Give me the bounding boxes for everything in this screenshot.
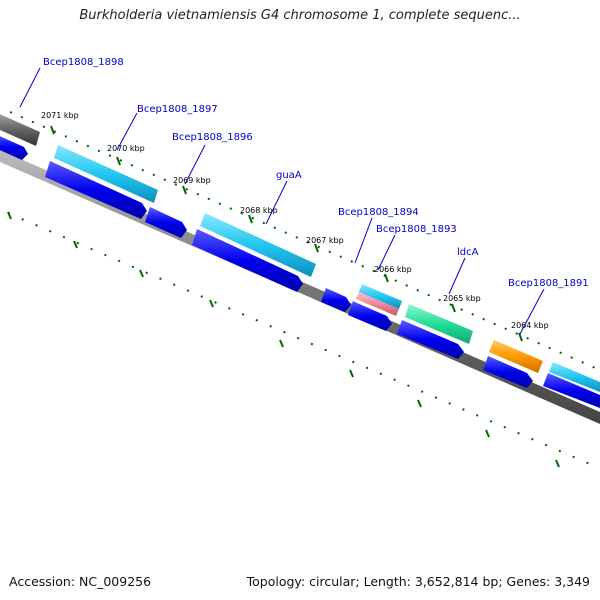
gene-label-bcep1808-1898[interactable]: Bcep1808_1898 bbox=[43, 57, 124, 68]
gene-label-bcep1808-1896[interactable]: Bcep1808_1896 bbox=[172, 132, 253, 143]
feature-bar-guaA[interactable] bbox=[200, 213, 316, 277]
major-tick-2064 bbox=[518, 332, 523, 342]
kbp-label-2064: 2064 kbp bbox=[511, 321, 549, 330]
cds-arrow-1894[interactable] bbox=[321, 288, 351, 312]
major-tick-2065 bbox=[451, 303, 456, 313]
kbp-label-2068: 2068 kbp bbox=[240, 206, 278, 215]
major-tick-2071 bbox=[50, 125, 55, 135]
inner-tick-track bbox=[7, 211, 591, 468]
major-tick-2066 bbox=[384, 273, 389, 283]
feature-bar-1891[interactable] bbox=[489, 340, 543, 373]
cds-arrow-guaA[interactable] bbox=[192, 229, 303, 292]
kbp-label-2065: 2065 kbp bbox=[443, 294, 481, 303]
kbp-label-2070: 2070 kbp bbox=[107, 144, 145, 153]
kbp-label-2066: 2066 kbp bbox=[374, 265, 412, 274]
cds-arrow-1896[interactable] bbox=[145, 207, 187, 238]
kbp-label-2071: 2071 kbp bbox=[41, 111, 79, 120]
major-tick-2070 bbox=[116, 156, 121, 166]
map-title: Burkholderia vietnamiensis G4 chromosome… bbox=[79, 8, 521, 23]
kbp-label-2067: 2067 kbp bbox=[306, 236, 344, 245]
gene-label-bcep1808-1893[interactable]: Bcep1808_1893 bbox=[376, 224, 457, 235]
feature-bar-next[interactable] bbox=[549, 362, 600, 392]
gene-label-ldcA[interactable]: ldcA bbox=[457, 247, 479, 258]
cds-arrow-1893[interactable] bbox=[348, 301, 392, 331]
feature-bar-1894-b[interactable] bbox=[356, 292, 399, 316]
gene-label-bcep1808-1891[interactable]: Bcep1808_1891 bbox=[508, 278, 589, 289]
gene-labels: Bcep1808_1898 Bcep1808_1897 Bcep1808_189… bbox=[43, 57, 589, 289]
kbp-label-2069: 2069 kbp bbox=[173, 176, 211, 185]
feature-bar-1897[interactable] bbox=[54, 145, 158, 203]
cds-track bbox=[0, 134, 600, 408]
topology-summary-text: Topology: circular; Length: 3,652,814 bp… bbox=[246, 574, 590, 589]
feature-bar-1894[interactable] bbox=[359, 284, 402, 309]
gene-label-leaders bbox=[19, 67, 545, 335]
outer-feature-track bbox=[0, 112, 600, 392]
cds-arrow-1898[interactable] bbox=[0, 134, 28, 160]
outer-tick-track bbox=[9, 111, 600, 371]
cds-arrow-1897[interactable] bbox=[45, 161, 147, 219]
gene-label-bcep1808-1894[interactable]: Bcep1808_1894 bbox=[338, 207, 419, 218]
feature-bar-1898[interactable] bbox=[0, 112, 40, 146]
cds-arrow-ldcA[interactable] bbox=[397, 320, 464, 359]
gene-label-bcep1808-1897[interactable]: Bcep1808_1897 bbox=[137, 104, 218, 115]
major-tick-2068 bbox=[248, 214, 253, 224]
major-tick-2067 bbox=[314, 243, 319, 253]
feature-bar-ldcA[interactable] bbox=[405, 304, 473, 344]
cds-arrow-1891[interactable] bbox=[483, 356, 533, 388]
major-tick-2069 bbox=[182, 185, 187, 195]
gene-label-guaA[interactable]: guaA bbox=[276, 170, 302, 181]
accession-text: Accession: NC_009256 bbox=[9, 574, 152, 589]
kbp-labels: 2071 kbp 2070 kbp 2069 kbp 2068 kbp 2067… bbox=[41, 111, 549, 330]
cds-arrow-next[interactable] bbox=[543, 373, 600, 408]
